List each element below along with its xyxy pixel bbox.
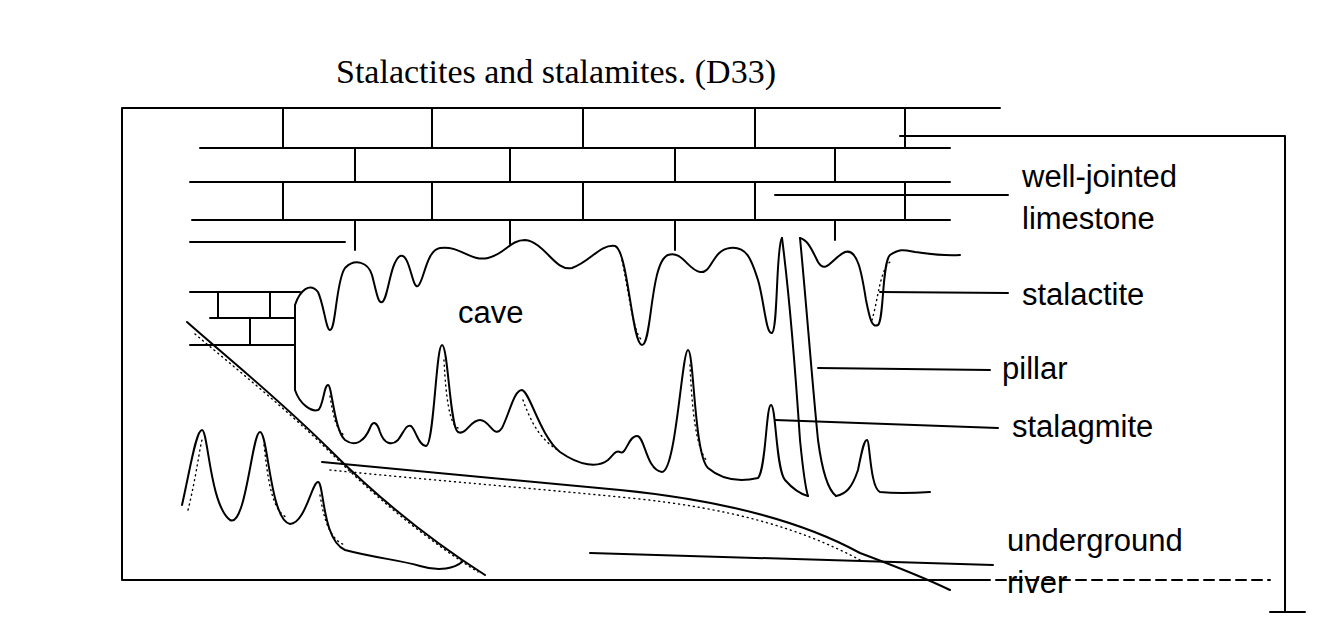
frame-line bbox=[122, 108, 1305, 612]
lower-stalagmites bbox=[182, 430, 462, 569]
leader-line bbox=[590, 553, 993, 565]
region-label: cave bbox=[458, 292, 523, 334]
part-label: well-jointed limestone bbox=[1022, 156, 1227, 240]
stipple-shading bbox=[188, 260, 890, 572]
limestone-joint bbox=[218, 108, 905, 345]
cave-ceiling bbox=[295, 238, 960, 390]
part-label: stalagmite bbox=[1012, 406, 1153, 448]
diagram-title: Stalactites and stalamites. (D33) bbox=[336, 52, 776, 92]
leader-line bbox=[775, 194, 1008, 196]
leader-line bbox=[880, 292, 1008, 293]
leader-line bbox=[818, 368, 990, 370]
part-label: underground river bbox=[1007, 520, 1212, 604]
underground-river bbox=[322, 462, 950, 590]
part-label: stalactite bbox=[1022, 274, 1144, 316]
leader-line bbox=[775, 420, 998, 428]
pillar bbox=[782, 238, 836, 496]
rock-slope bbox=[187, 322, 485, 575]
part-label: pillar bbox=[1002, 348, 1067, 390]
